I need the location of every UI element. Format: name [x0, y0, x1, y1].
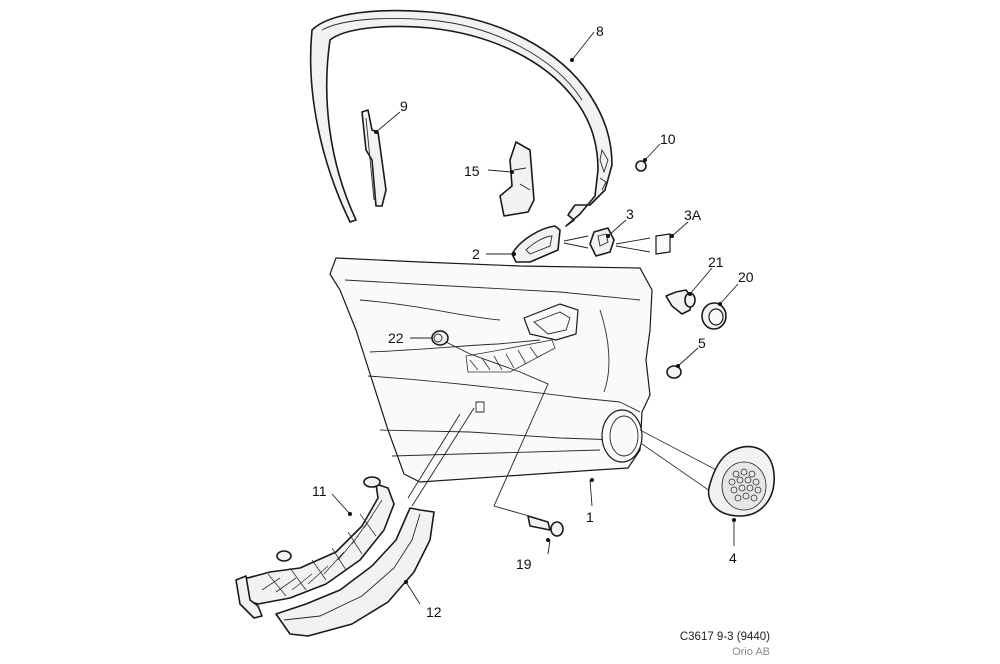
- callout-1: 1: [586, 509, 594, 525]
- callout-9: 9: [400, 98, 408, 114]
- callout-3: 3: [626, 206, 634, 222]
- part-11-armrest-bracket: [235, 476, 395, 619]
- callout-19: 19: [516, 556, 532, 572]
- callout-2: 2: [472, 246, 480, 262]
- callout-3a: 3A: [684, 207, 702, 223]
- part-20-grommet: [701, 302, 727, 330]
- part-4-speaker-grille: [639, 429, 775, 517]
- callout-labels: 8 9 15 10 2 3 3A 21 20 5 22 1 11 19 4 12: [312, 23, 754, 620]
- part-9-vertical-trim-strip: [361, 109, 387, 207]
- part-12-armrest-cover: [275, 507, 435, 637]
- part-10-clip: [635, 160, 647, 172]
- part-5-clip: [666, 365, 682, 379]
- part-15-panel-insert: [499, 141, 535, 217]
- callout-5: 5: [698, 335, 706, 351]
- part-3a-switch-cover: [655, 233, 671, 255]
- part-2-inner-door-handle: [511, 225, 561, 263]
- leader-lines: [331, 31, 739, 605]
- callout-12: 12: [426, 604, 442, 620]
- leader-dots: [348, 58, 736, 584]
- callout-22: 22: [388, 330, 404, 346]
- drawing-code: C3617 9-3 (9440): [680, 631, 770, 643]
- part-8-window-frame-trim: [309, 9, 613, 227]
- callout-20: 20: [738, 269, 754, 285]
- part-22-plug: [431, 330, 449, 346]
- callout-10: 10: [660, 131, 676, 147]
- drawing-credit: Orio AB: [732, 646, 770, 658]
- callout-21: 21: [708, 254, 724, 270]
- assembly-arrows: [563, 235, 651, 253]
- callout-4: 4: [729, 550, 737, 566]
- part-19-screw: [527, 515, 564, 537]
- callout-11: 11: [312, 483, 327, 499]
- callout-15: 15: [464, 163, 480, 179]
- callout-8: 8: [596, 23, 604, 39]
- part-21-push-clip: [665, 289, 696, 315]
- part-1-door-panel: [329, 257, 653, 483]
- part-3-switch-unit: [589, 227, 615, 257]
